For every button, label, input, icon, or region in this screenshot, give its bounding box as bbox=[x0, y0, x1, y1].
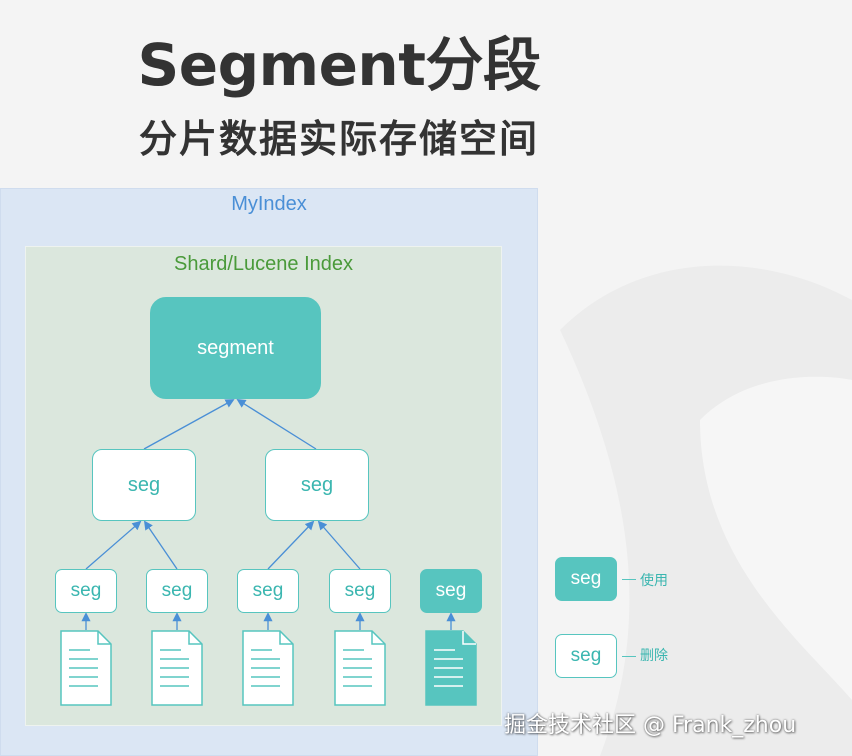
legend-deleted-swatch: seg bbox=[555, 634, 617, 678]
legend-deleted-label: 删除 bbox=[640, 648, 668, 664]
mid-segment-node: seg bbox=[92, 449, 196, 521]
segment-node: segment bbox=[150, 297, 321, 399]
page-subtitle: 分片数据实际存储空间 bbox=[138, 117, 539, 161]
watermark: 掘金技术社区 @ Frank_zhou bbox=[504, 713, 797, 738]
leaf-segment-node: seg bbox=[146, 569, 208, 613]
leaf-segment-node: seg bbox=[329, 569, 391, 613]
document-icon bbox=[151, 630, 203, 706]
page-title: Segment分段 bbox=[137, 31, 541, 99]
document-icon bbox=[425, 630, 477, 706]
legend-deleted-line bbox=[622, 656, 636, 657]
legend-used-line bbox=[622, 579, 636, 580]
document-icon bbox=[60, 630, 112, 706]
leaf-segment-node: seg bbox=[55, 569, 117, 613]
shard-label: Shard/Lucene Index bbox=[173, 253, 354, 275]
document-icon bbox=[334, 630, 386, 706]
document-icon bbox=[242, 630, 294, 706]
legend-used-swatch: seg bbox=[555, 557, 617, 601]
new-segment-node: seg bbox=[420, 569, 482, 613]
legend-used-label: 使用 bbox=[640, 573, 668, 589]
mid-segment-node: seg bbox=[265, 449, 369, 521]
leaf-segment-node: seg bbox=[237, 569, 299, 613]
index-label: MyIndex bbox=[231, 193, 307, 215]
